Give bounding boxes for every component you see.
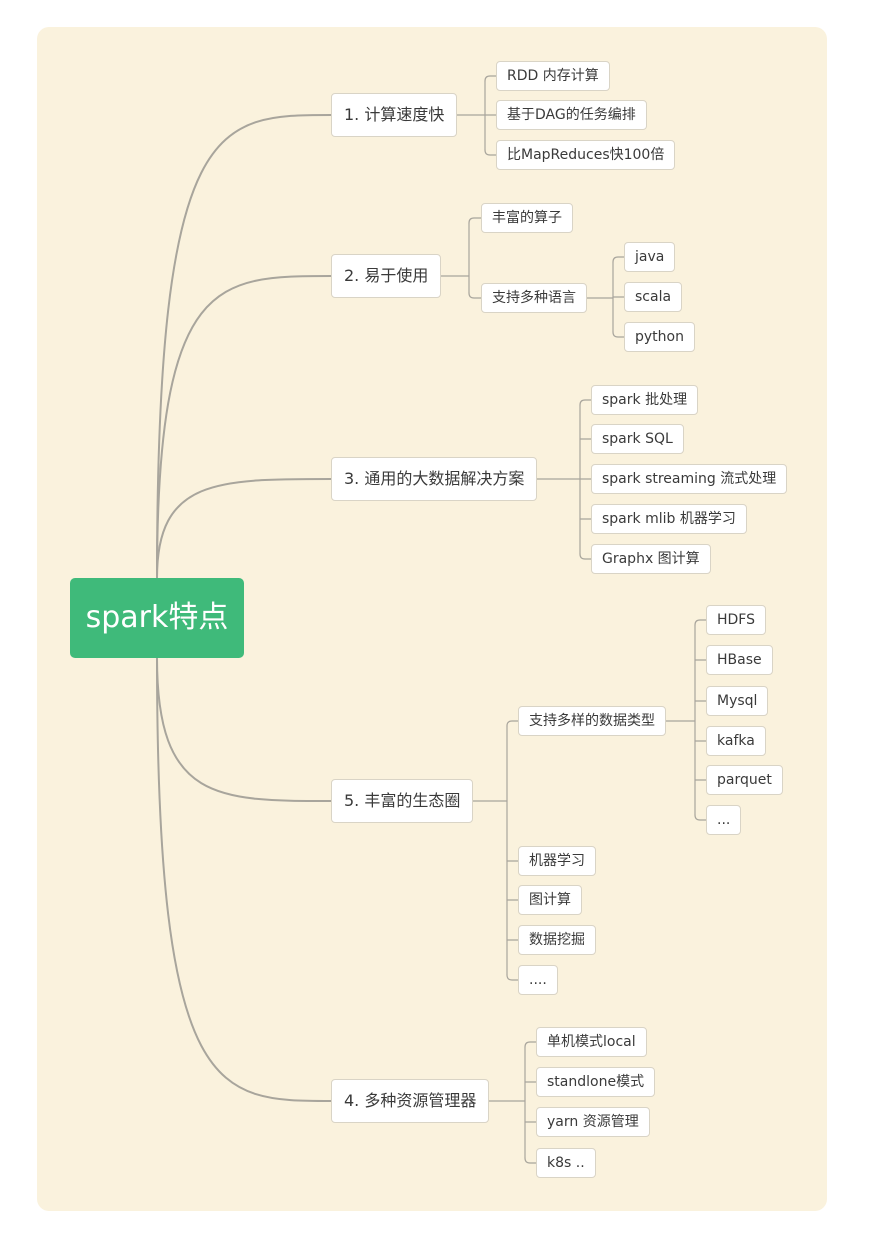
leaf-node[interactable]: 比MapReduces快100倍 (496, 140, 676, 170)
leaf-node[interactable]: spark 批处理 (591, 385, 699, 415)
leaf-node[interactable]: RDD 内存计算 (496, 61, 610, 91)
branch-node[interactable]: 3. 通用的大数据解决方案 (331, 457, 538, 501)
bracket-tick (612, 256, 625, 263)
leaf-node[interactable]: k8s .. (536, 1148, 596, 1178)
bracket-tick (506, 720, 519, 727)
leaf-node[interactable]: Graphx 图计算 (591, 544, 711, 574)
leaf-node[interactable]: spark mlib 机器学习 (591, 504, 747, 534)
leaf-node[interactable]: Mysql (706, 686, 769, 716)
bracket-tick (579, 553, 592, 560)
leaf-node[interactable]: spark streaming 流式处理 (591, 464, 788, 494)
branch-connector (156, 275, 332, 579)
bracket-tick (694, 814, 707, 821)
bracket-tick (468, 292, 482, 299)
sub-branch-node[interactable]: 支持多种语言 (481, 283, 587, 313)
leaf-node[interactable]: 数据挖掘 (518, 925, 596, 955)
leaf-node[interactable]: 单机模式local (536, 1027, 647, 1057)
branch-connector (156, 114, 332, 579)
sub-branch-node[interactable]: 支持多样的数据类型 (518, 706, 666, 736)
leaf-node[interactable]: spark SQL (591, 424, 684, 454)
bracket-tick (484, 75, 497, 82)
branch-node[interactable]: 1. 计算速度快 (331, 93, 458, 137)
leaf-node[interactable]: standlone模式 (536, 1067, 656, 1097)
bracket-tick (484, 149, 497, 156)
leaf-node[interactable]: 机器学习 (518, 846, 596, 876)
leaf-node[interactable]: 图计算 (518, 885, 582, 915)
leaf-node[interactable]: parquet (706, 765, 783, 795)
branch-connector (156, 657, 332, 802)
branch-node[interactable]: 4. 多种资源管理器 (331, 1079, 490, 1123)
leaf-node[interactable]: HBase (706, 645, 773, 675)
leaf-node[interactable]: scala (624, 282, 683, 312)
branch-node[interactable]: 2. 易于使用 (331, 254, 442, 298)
branch-node[interactable]: 5. 丰富的生态圈 (331, 779, 474, 823)
leaf-node[interactable]: python (624, 322, 695, 352)
leaf-node[interactable]: ... (706, 805, 742, 835)
bracket-tick (579, 399, 592, 406)
bracket-tick (468, 217, 482, 224)
branch-connector (156, 478, 332, 579)
leaf-node[interactable]: yarn 资源管理 (536, 1107, 650, 1137)
leaf-node[interactable]: .... (518, 965, 558, 995)
bracket-tick (612, 331, 625, 338)
leaf-node[interactable]: java (624, 242, 676, 272)
bracket-tick (524, 1041, 537, 1048)
bracket-tick (694, 619, 707, 626)
leaf-node[interactable]: kafka (706, 726, 766, 756)
bracket-tick (506, 974, 519, 981)
leaf-node[interactable]: 丰富的算子 (481, 203, 573, 233)
root-node[interactable]: spark特点 (70, 578, 244, 658)
bracket-tick (524, 1157, 537, 1164)
leaf-node[interactable]: HDFS (706, 605, 767, 635)
leaf-node[interactable]: 基于DAG的任务编排 (496, 100, 647, 130)
branch-connector (156, 657, 332, 1102)
